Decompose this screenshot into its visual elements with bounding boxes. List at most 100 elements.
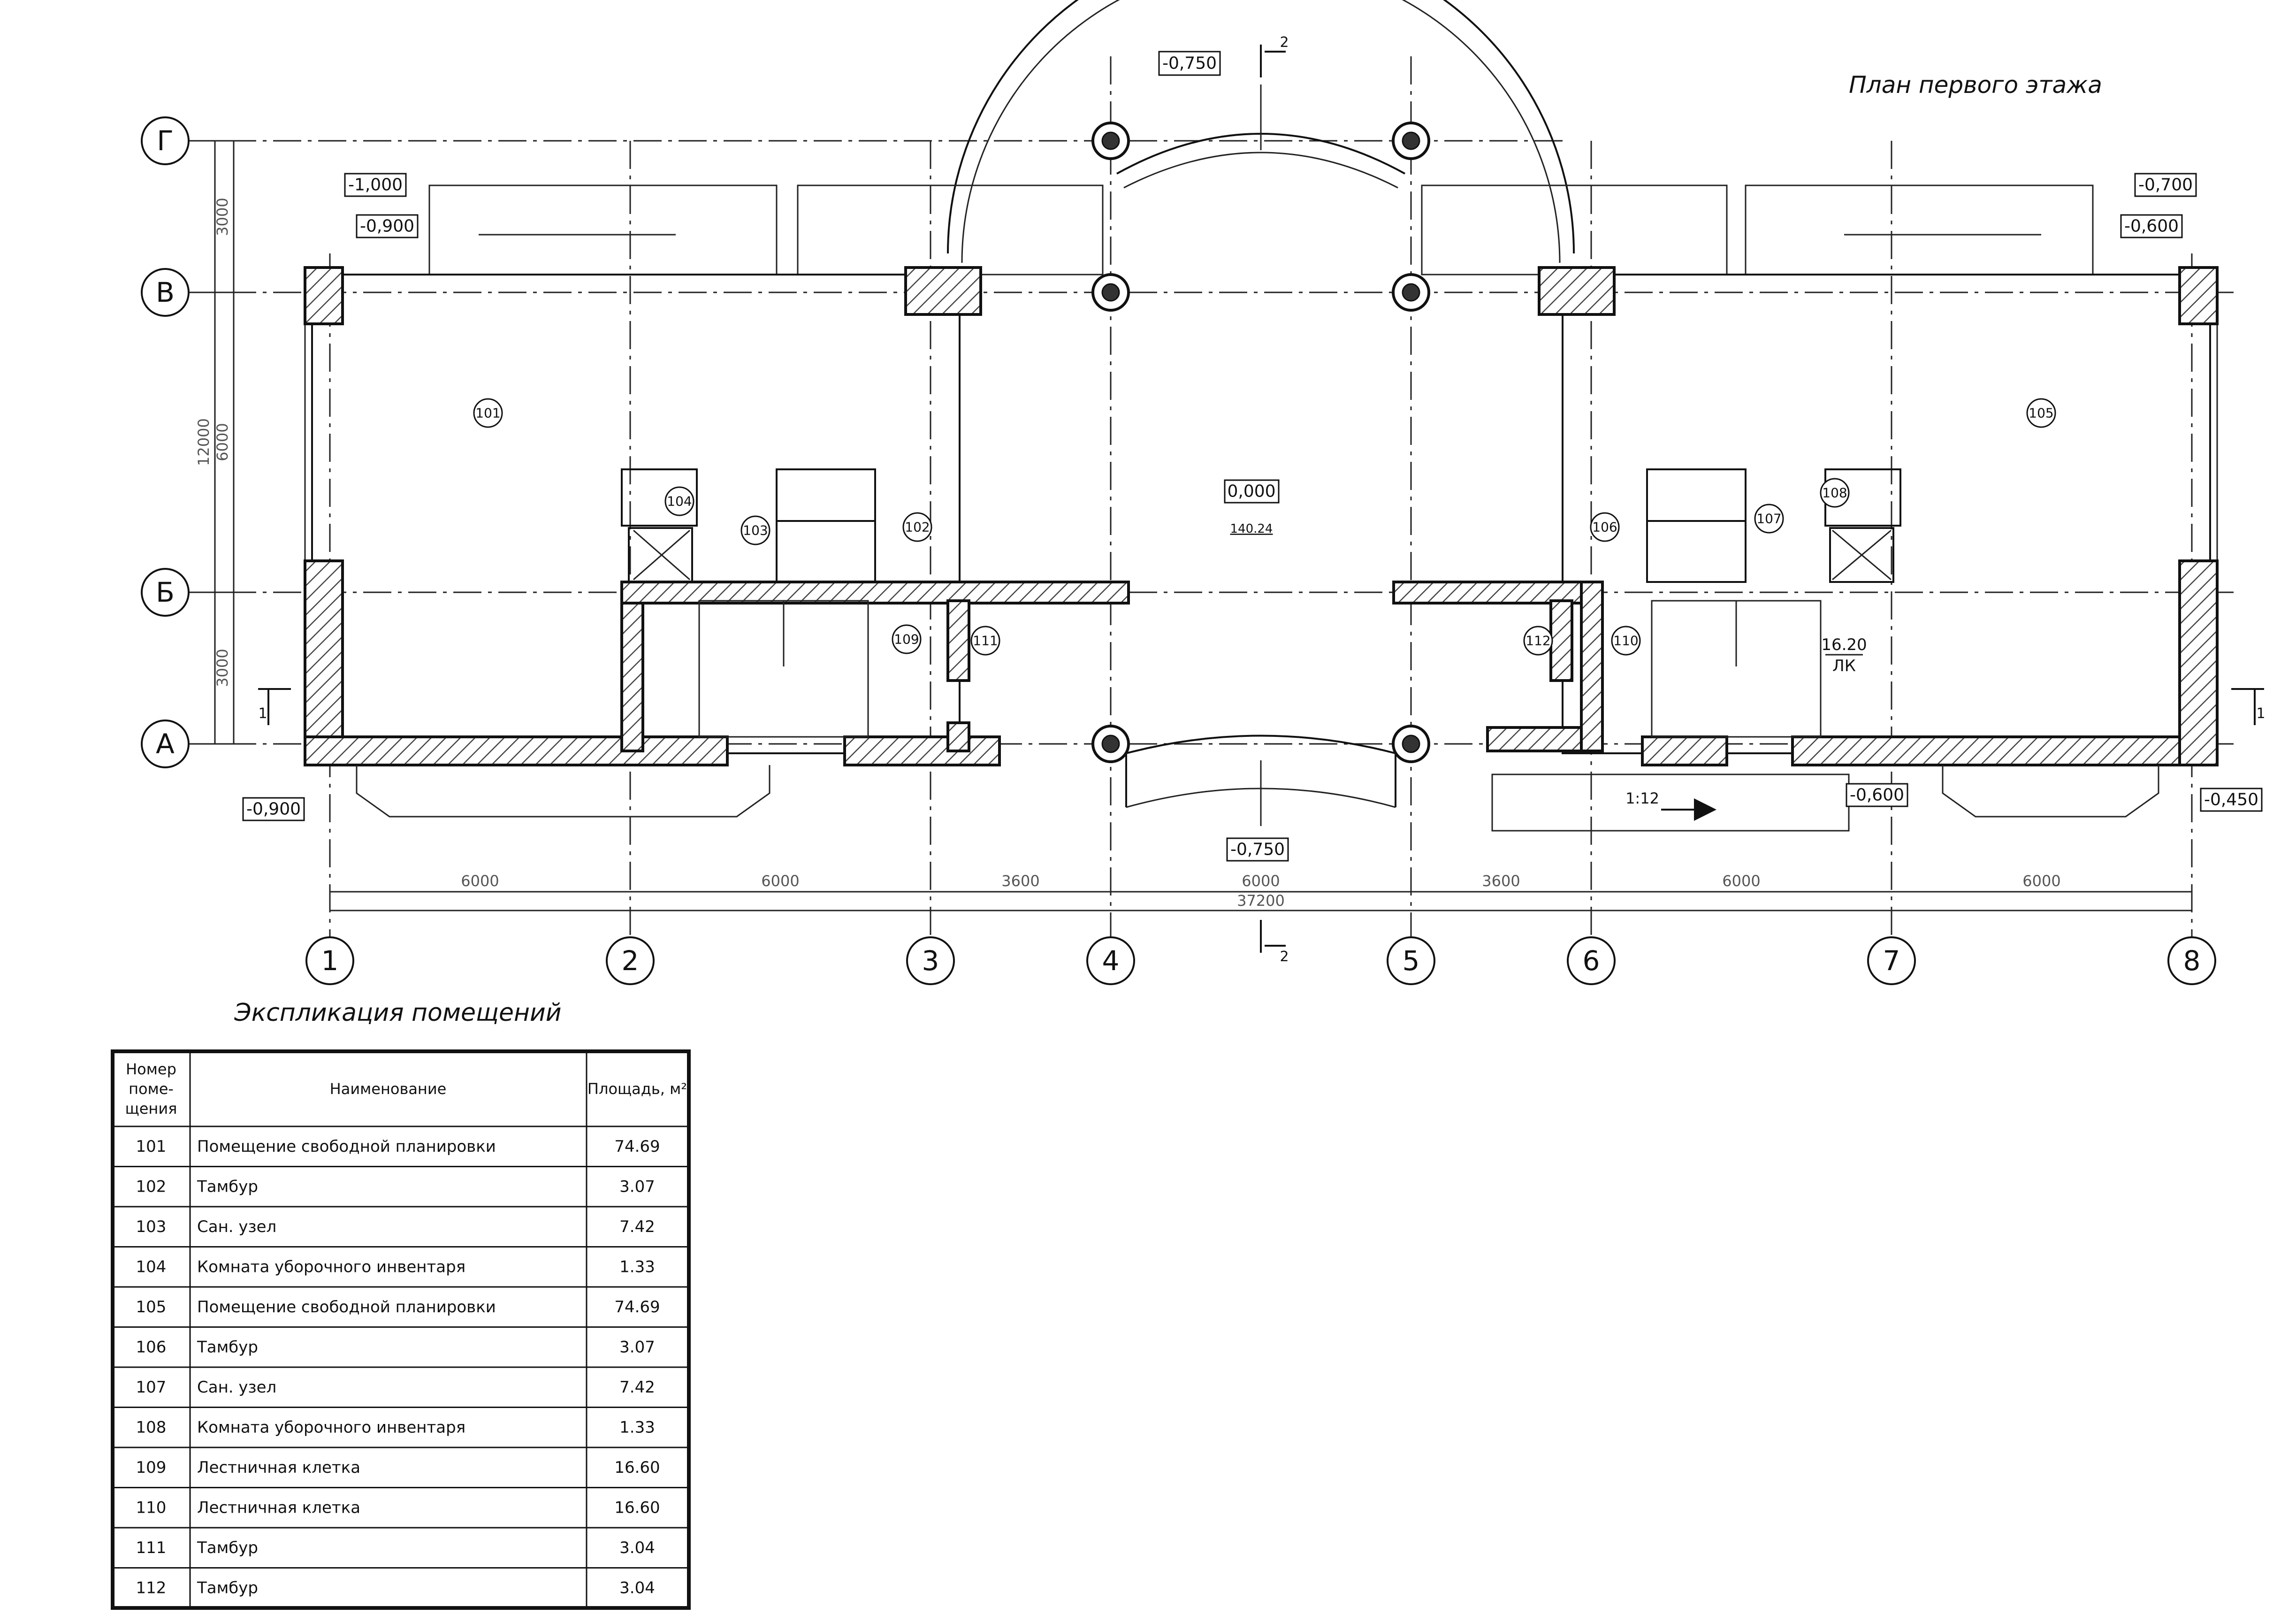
header-number-line-1: Номер [126,1060,176,1078]
room-label-111: 111 [970,626,1000,656]
header-name: Наименование [330,1080,447,1098]
plan-title: План первого этажа [1849,71,2102,99]
interior-partitions [621,468,1901,583]
level-marks: -0,750 -1,000 -0,900 -0,700 -0,600 0,000… [242,51,2263,862]
level-mark-bottom-center: -0,750 [1226,837,1289,862]
level-mark-bottom-right-1: -0,600 [1846,783,1908,807]
portico-arcs [947,0,1575,826]
stairwells [698,600,1822,738]
table-cell-number: 103 [136,1217,167,1236]
table-cell-name: Помещение свободной планировки [197,1137,496,1156]
header-number-line-2: поме- [129,1080,174,1098]
axis-bubble-2: 2 [606,936,655,985]
level-mark-top-center: -0,750 [1158,51,1221,76]
svg-text:4: 4 [1102,945,1120,977]
dim-5-6: 3600 [1482,872,1520,890]
svg-text:106: 106 [1592,520,1617,535]
room-label-104: 104 [664,486,694,516]
level-mark-top-right-1: -0,700 [2134,173,2197,197]
room-label-102: 102 [902,512,932,542]
axis-bubble-5: 5 [1387,936,1435,985]
horizontal-dimensions: 6000 6000 3600 6000 3600 6000 6000 37200 [330,872,2192,911]
stair-note-label: ЛК [1832,657,1856,675]
column-5-a [1392,725,1430,763]
dim-4-5: 6000 [1242,872,1280,890]
svg-text:-0,700: -0,700 [2138,176,2193,195]
svg-text:102: 102 [905,520,930,535]
explication-table-border [111,1049,691,1610]
dim-b-a: 3000 [214,649,231,687]
svg-text:3: 3 [922,945,939,977]
porch-stairs [428,184,2094,276]
table-cell-area: 7.42 [619,1378,655,1397]
svg-text:-0,450: -0,450 [2204,790,2258,810]
room-label-103: 103 [740,515,770,545]
room-label-107: 107 [1754,504,1784,534]
section-1-right: 1 [2256,705,2265,722]
svg-text:-0,600: -0,600 [1850,786,1904,805]
table-cell-name: Лестничная клетка [197,1458,360,1477]
svg-text:-0,900: -0,900 [360,217,414,236]
dim-2-3: 6000 [761,872,799,890]
table-cell-name: Комната уборочного инвентаря [197,1257,465,1276]
column-4-v [1091,273,1130,312]
column-5-v [1392,273,1430,312]
column-4-a [1091,725,1130,763]
svg-text:110: 110 [1613,633,1638,649]
svg-text:112: 112 [1526,633,1550,649]
header-area: Площадь, м² [587,1080,687,1098]
exterior-outline [304,274,2218,754]
svg-text:5: 5 [1403,945,1420,977]
room-labels: 101 102 103 104 105 106 107 108 109 110 … [473,398,2056,656]
level-mark-bottom-left: -0,900 [242,797,305,821]
hall-area: 140.24 [1230,522,1273,536]
axis-bubble-7: 7 [1867,936,1916,985]
svg-text:0,000: 0,000 [1227,482,1275,501]
svg-text:7: 7 [1883,945,1900,977]
vertical-dimensions: 3000 6000 3000 12000 [195,140,244,745]
level-mark-top-left-1: -1,000 [344,173,407,197]
table-cell-number: 102 [136,1177,167,1196]
table-cell-name: Комната уборочного инвентаря [197,1418,465,1437]
dim-1-2: 6000 [461,872,499,890]
table-cell-area: 3.07 [619,1177,655,1196]
table-cell-name: Тамбур [197,1338,258,1356]
room-label-110: 110 [1611,626,1641,656]
room-label-101: 101 [473,398,503,428]
ramp: 1:12 [1491,773,1850,832]
table-cell-name: Тамбур [197,1538,258,1557]
svg-text:109: 109 [894,632,919,647]
stair-note-value: 16.20 [1821,635,1867,654]
svg-text:А: А [156,728,175,760]
axis-bubble-b: Б [141,568,190,617]
svg-text:111: 111 [973,633,998,649]
table-cell-area: 3.04 [619,1578,655,1597]
number-axis-bubbles: 1 2 3 4 5 6 7 8 [305,936,2216,985]
svg-text:Б: Б [156,576,175,608]
section-2-bottom: 2 [1280,949,1289,965]
svg-text:1: 1 [321,945,339,977]
svg-text:-1,000: -1,000 [348,176,403,195]
room-label-109: 109 [892,624,922,654]
axis-bubble-1: 1 [305,936,354,985]
section-marks: 2 2 1 1 [258,34,2265,965]
column-4-g [1091,122,1130,160]
axis-bubble-6: 6 [1567,936,1616,985]
table-cell-area: 1.33 [619,1257,655,1276]
axis-bubble-v: В [141,268,190,317]
svg-text:101: 101 [475,406,500,421]
table-cell-number: 105 [136,1298,167,1316]
bay-windows [356,765,2159,818]
axis-bubble-4: 4 [1086,936,1135,985]
letter-axis-lines [183,140,2234,745]
table-cell-name: Лестничная клетка [197,1498,360,1517]
level-mark-top-left-2: -0,900 [356,214,419,238]
table-cell-number: 112 [136,1578,167,1597]
dim-overall-vertical: 12000 [195,418,213,466]
svg-text:103: 103 [743,523,768,538]
dim-7-8: 6000 [2022,872,2060,890]
section-1-left: 1 [258,705,267,722]
svg-text:8: 8 [2183,945,2201,977]
table-cell-name: Сан. узел [197,1217,276,1236]
level-mark-top-right-2: -0,600 [2120,214,2183,238]
